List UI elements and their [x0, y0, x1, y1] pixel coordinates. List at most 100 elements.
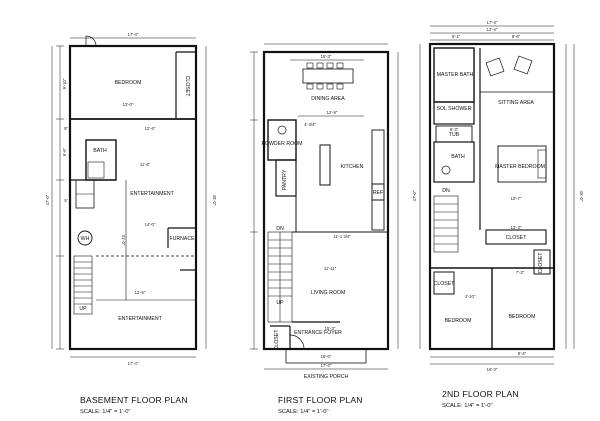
room-label: BATH — [451, 154, 465, 160]
dimension-label: 14'-0" — [145, 222, 156, 227]
room-label: BEDROOM — [445, 318, 472, 324]
first-floor-plan-scale: SCALE: 1/4" = 1'-0" — [278, 409, 329, 415]
room-label: CLOSET — [538, 252, 544, 274]
basement-door — [85, 35, 97, 47]
second-floor-dimensions: 17'-4" 12'-4" 6'-1" 8'-6" 6'-3" 10'-7" 1… — [412, 20, 584, 372]
dimension-label: 9" — [64, 126, 68, 131]
room-label: BATH — [93, 148, 107, 154]
toilet — [277, 125, 287, 135]
room-label: KITCHEN — [341, 164, 364, 170]
dimension-label: 17'-4" — [321, 363, 332, 368]
kitchen-island — [319, 144, 331, 186]
dimension-label: 15'-3" — [321, 54, 332, 59]
dimension-label: 11'-6" — [140, 162, 151, 167]
room-label: CLOSET — [274, 329, 280, 351]
first-floor-labels: DINING AREA POWDER ROOM PANTRY KITCHEN R… — [262, 96, 384, 380]
room-label: ENTRANCE FOYER — [294, 330, 342, 336]
room-label: LIVING ROOM — [311, 290, 346, 296]
water-heater — [77, 230, 93, 246]
dimension-label: 10'-7" — [511, 196, 522, 201]
basement-dimension-lines — [51, 37, 207, 358]
second-floor-plan-scale: SCALE: 1/4" = 1'-0" — [442, 403, 493, 409]
dimension-label: 13'-0" — [123, 102, 134, 107]
dimension-label: 31'-0" — [121, 235, 126, 246]
dimension-label: 9'-4" — [518, 351, 527, 356]
existing-porch — [285, 348, 367, 364]
second-floor-dimension-lines — [419, 25, 575, 365]
room-label: TUB — [449, 132, 460, 138]
room-label: DINING AREA — [311, 96, 345, 102]
dimension-label: 12'-5" — [135, 290, 146, 295]
entrance-door — [289, 334, 305, 350]
dimension-label: 9'-10" — [62, 78, 67, 89]
first-floor-plan-title: FIRST FLOOR PLAN — [278, 395, 363, 405]
dimension-label: 47'-0" — [412, 190, 417, 201]
room-label: CLOSET — [434, 281, 456, 287]
room-label: SITTING AREA — [498, 100, 534, 106]
dimension-label: 11'-11" — [324, 266, 337, 271]
second-floor-labels: MASTER BATH SITTING AREA SOL SHOWER TUB … — [434, 72, 545, 324]
toilet — [441, 165, 451, 175]
dimension-label: 12'-6" — [145, 126, 156, 131]
room-label: FURNACE — [169, 236, 195, 242]
second-floor-plan — [419, 25, 575, 365]
refrigerator — [371, 183, 385, 201]
dimension-label: 15'-3" — [325, 326, 336, 331]
bath-wall — [433, 141, 475, 183]
room-label: MASTER BATH — [437, 72, 474, 78]
room-label: DN — [276, 226, 284, 232]
basement-outer-wall — [68, 44, 198, 351]
room-label: BEDROOM — [509, 314, 536, 320]
basement-stair — [73, 255, 93, 315]
closet-wall — [533, 249, 551, 275]
dimension-label: 17'-4" — [128, 32, 139, 37]
basement-plan — [51, 35, 207, 358]
dimension-label: 6'-1" — [452, 34, 461, 39]
dimension-label: 11'-1 3/4" — [333, 234, 351, 239]
first-floor-plan — [250, 43, 399, 370]
bed-pillow — [537, 149, 547, 179]
dimension-label: 18'-0" — [321, 354, 332, 359]
room-label: BEDROOM — [115, 80, 142, 86]
kitchen-counter — [371, 129, 385, 231]
dimension-label: 47'-0" — [45, 194, 50, 205]
basement-plan-scale: SCALE: 1/4" = 1'-0" — [80, 409, 131, 415]
first-floor-dimension-lines — [250, 43, 399, 370]
room-label: ENTERTAINMENT — [130, 191, 174, 197]
dimension-label: 45'-0" — [212, 195, 217, 206]
dimension-label: 4'-3/4" — [304, 122, 316, 127]
basement-shower — [87, 161, 105, 179]
room-label: CLOSET — [184, 76, 190, 98]
dining-chairs — [306, 62, 344, 90]
room-label: REF — [373, 190, 383, 196]
dimension-label: 17'-4" — [128, 361, 139, 366]
dimension-label: 17'-4" — [487, 20, 498, 25]
basement-labels: BEDROOM CLOSET BATH ENTERTAINMENT FURNAC… — [79, 76, 195, 322]
room-label: EXISTING PORCH — [304, 374, 349, 380]
room-label: WH — [81, 236, 90, 242]
sitting-area-chairs — [485, 55, 533, 77]
room-label: ENTERTAINMENT — [118, 316, 162, 322]
basement-dimensions: 17'-4" 13'-0" 12'-6" 11'-6" 14'-0" 12'-5… — [45, 32, 217, 366]
room-label: UP — [79, 306, 87, 312]
dining-table — [302, 68, 354, 84]
dimension-label: 6'-6" — [62, 147, 67, 156]
dimension-label: 12'-9" — [327, 110, 338, 115]
room-label: PANTRY — [282, 169, 288, 190]
closet-wall — [485, 229, 547, 245]
basement-bath-wall — [85, 139, 117, 181]
dimension-label: 4'-10" — [465, 294, 476, 299]
room-label: SOL SHOWER — [437, 106, 472, 112]
dimension-label: 6'-3" — [450, 127, 459, 132]
dimension-label: 7'-3" — [516, 270, 525, 275]
basement-plan-title: BASEMENT FLOOR PLAN — [80, 395, 188, 405]
dimension-label: 16'-3" — [487, 367, 498, 372]
dimension-label: 12'-3" — [511, 225, 522, 230]
first-floor-stair — [267, 231, 293, 323]
room-label: POWDER ROOM — [262, 141, 303, 147]
sol-shower — [433, 101, 475, 125]
room-label: CLOSET — [506, 235, 528, 241]
second-floor-stair — [433, 195, 459, 253]
room-label: MASTER BEDROOM — [495, 164, 545, 170]
